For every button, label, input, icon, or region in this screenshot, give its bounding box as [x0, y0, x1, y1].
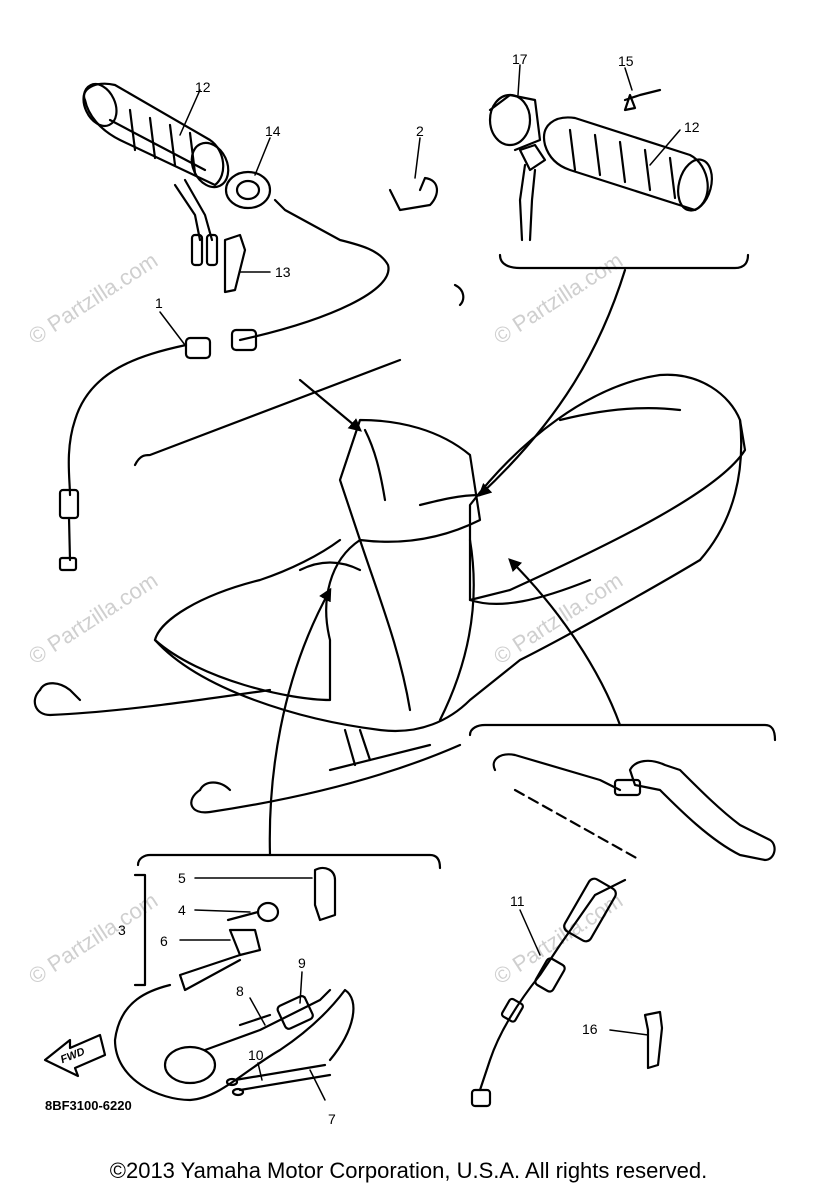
group-right-grip: [478, 88, 750, 497]
fwd-label: FWD: [59, 1046, 87, 1067]
label-part-16: 16: [582, 1021, 598, 1037]
label-part-1: 1: [155, 295, 163, 311]
label-part-14: 14: [265, 123, 281, 139]
watermark-mid-left: © Partzilla.com: [24, 567, 162, 669]
label-part-15: 15: [618, 53, 634, 69]
label-part-12-right: 12: [684, 119, 700, 135]
watermark-mid-right: © Partzilla.com: [489, 567, 627, 669]
label-part-3: 3: [118, 922, 126, 938]
diagram-code: 8BF3100-6220: [45, 1098, 132, 1113]
label-part-7: 7: [328, 1111, 336, 1127]
label-part-17: 17: [512, 51, 528, 67]
group-left-grip: [58, 82, 465, 572]
label-part-13: 13: [275, 264, 291, 280]
watermark-bottom-left: © Partzilla.com: [24, 887, 162, 989]
group-wiring: [43, 587, 442, 1102]
label-part-2: 2: [416, 123, 424, 139]
watermark-top-left: © Partzilla.com: [24, 247, 162, 349]
label-part-9: 9: [298, 955, 306, 971]
label-part-12-left: 12: [195, 79, 211, 95]
snowmobile-illustration: [33, 373, 747, 814]
label-part-10: 10: [248, 1047, 264, 1063]
group-brake: [468, 558, 777, 1108]
label-part-4: 4: [178, 902, 186, 918]
leader-lines: [159, 64, 681, 1101]
label-part-6: 6: [160, 933, 168, 949]
watermark-top-right: © Partzilla.com: [489, 247, 627, 349]
label-part-5: 5: [178, 870, 186, 886]
label-part-8: 8: [236, 983, 244, 999]
copyright-text: ©2013 Yamaha Motor Corporation, U.S.A. A…: [109, 1158, 708, 1183]
label-part-11: 11: [510, 893, 525, 909]
